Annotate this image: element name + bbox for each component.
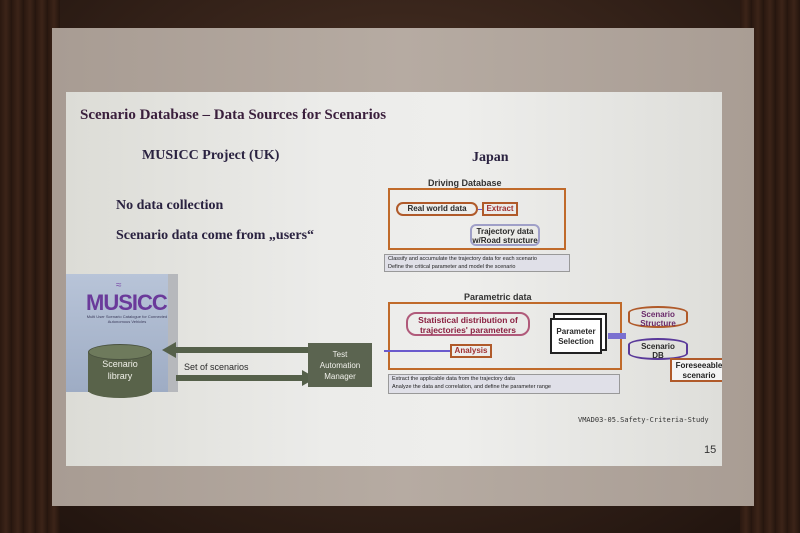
analysis-box: Analysis (450, 344, 492, 358)
manager-label-2: Automation (319, 360, 361, 370)
slide-title: Scenario Database – Data Sources for Sce… (80, 107, 387, 123)
distribution-label-2: trajectories' parameters (419, 325, 517, 335)
parametric-data-label: Parametric data (464, 292, 532, 302)
db-label-1: Scenario (641, 342, 675, 351)
set-of-scenarios-label: Set of scenarios (184, 362, 249, 372)
arrow-to-manager (176, 375, 304, 381)
scenario-structure: Scenario Structure (628, 306, 688, 328)
structure-label-1: Scenario (641, 310, 675, 319)
musicc-panel: ≈ MUSICC Multi User Scenario Catalogue f… (66, 274, 178, 392)
manager-label-3: Manager (324, 371, 356, 381)
parametric-note-1: Extract the applicable data from the tra… (392, 376, 515, 382)
bullet-no-data: No data collection (116, 198, 224, 213)
arrow-to-library (176, 347, 308, 353)
musicc-subtitle: Multi User Scenario Catalogue for Connec… (86, 314, 168, 324)
musicc-logo: MUSICC (86, 290, 168, 315)
japan-heading: Japan (472, 150, 509, 165)
test-automation-manager: Test Automation Manager (308, 343, 372, 387)
slide-footer: VMAD03-05.Safety-Criteria-Study (578, 416, 709, 424)
db-label-2: DB (652, 351, 664, 360)
foreseeable-scenario: Foreseeable scenario (670, 358, 722, 382)
parameter-label-2: Selection (558, 337, 594, 346)
parametric-note-2: Analyze the data and correlation, and de… (392, 384, 551, 390)
trajectory-data: Trajectory data w/Road structure (470, 224, 540, 246)
structure-label-2: Structure (640, 319, 676, 328)
statistical-distribution: Statistical distribution of trajectories… (406, 312, 530, 336)
extract-box: Extract (482, 202, 518, 216)
parametric-notes: Extract the applicable data from the tra… (388, 374, 620, 394)
page-number: 15 (704, 444, 717, 456)
distribution-label-1: Statistical distribution of (418, 315, 518, 325)
driving-note-2: Define the critical parameter and model … (388, 264, 516, 270)
arrow-left-head (162, 342, 176, 358)
real-world-data: Real world data (396, 202, 478, 216)
foreseeable-label-1: Foreseeable (675, 361, 722, 370)
selection-arrow (608, 333, 626, 339)
scenario-db: Scenario DB (628, 338, 688, 360)
driving-notes: Classify and accumulate the trajectory d… (384, 254, 570, 272)
driving-note-1: Classify and accumulate the trajectory d… (388, 256, 537, 262)
musicc-heading: MUSICC Project (UK) (142, 148, 280, 163)
driving-database-box (388, 188, 566, 250)
scenario-library-cylinder: Scenario library (88, 344, 152, 398)
panel-divider (168, 274, 178, 392)
trajectory-label-2: w/Road structure (472, 236, 538, 245)
trajectory-label-1: Trajectory data (476, 227, 534, 236)
analysis-arrow (384, 350, 450, 352)
foreseeable-label-2: scenario (682, 371, 716, 380)
presentation-slide: Scenario Database – Data Sources for Sce… (66, 92, 722, 466)
parameter-label-1: Parameter (556, 327, 596, 336)
driving-database-label: Driving Database (428, 178, 502, 188)
library-label-2: library (107, 371, 133, 381)
signal-icon: ≈ (116, 280, 122, 291)
manager-label-1: Test (332, 349, 348, 359)
left-curtain (0, 0, 60, 533)
library-label-1: Scenario (102, 359, 138, 369)
parameter-selection: Parameter Selection (550, 318, 602, 354)
bullet-user-data: Scenario data come from „users“ (116, 228, 315, 243)
